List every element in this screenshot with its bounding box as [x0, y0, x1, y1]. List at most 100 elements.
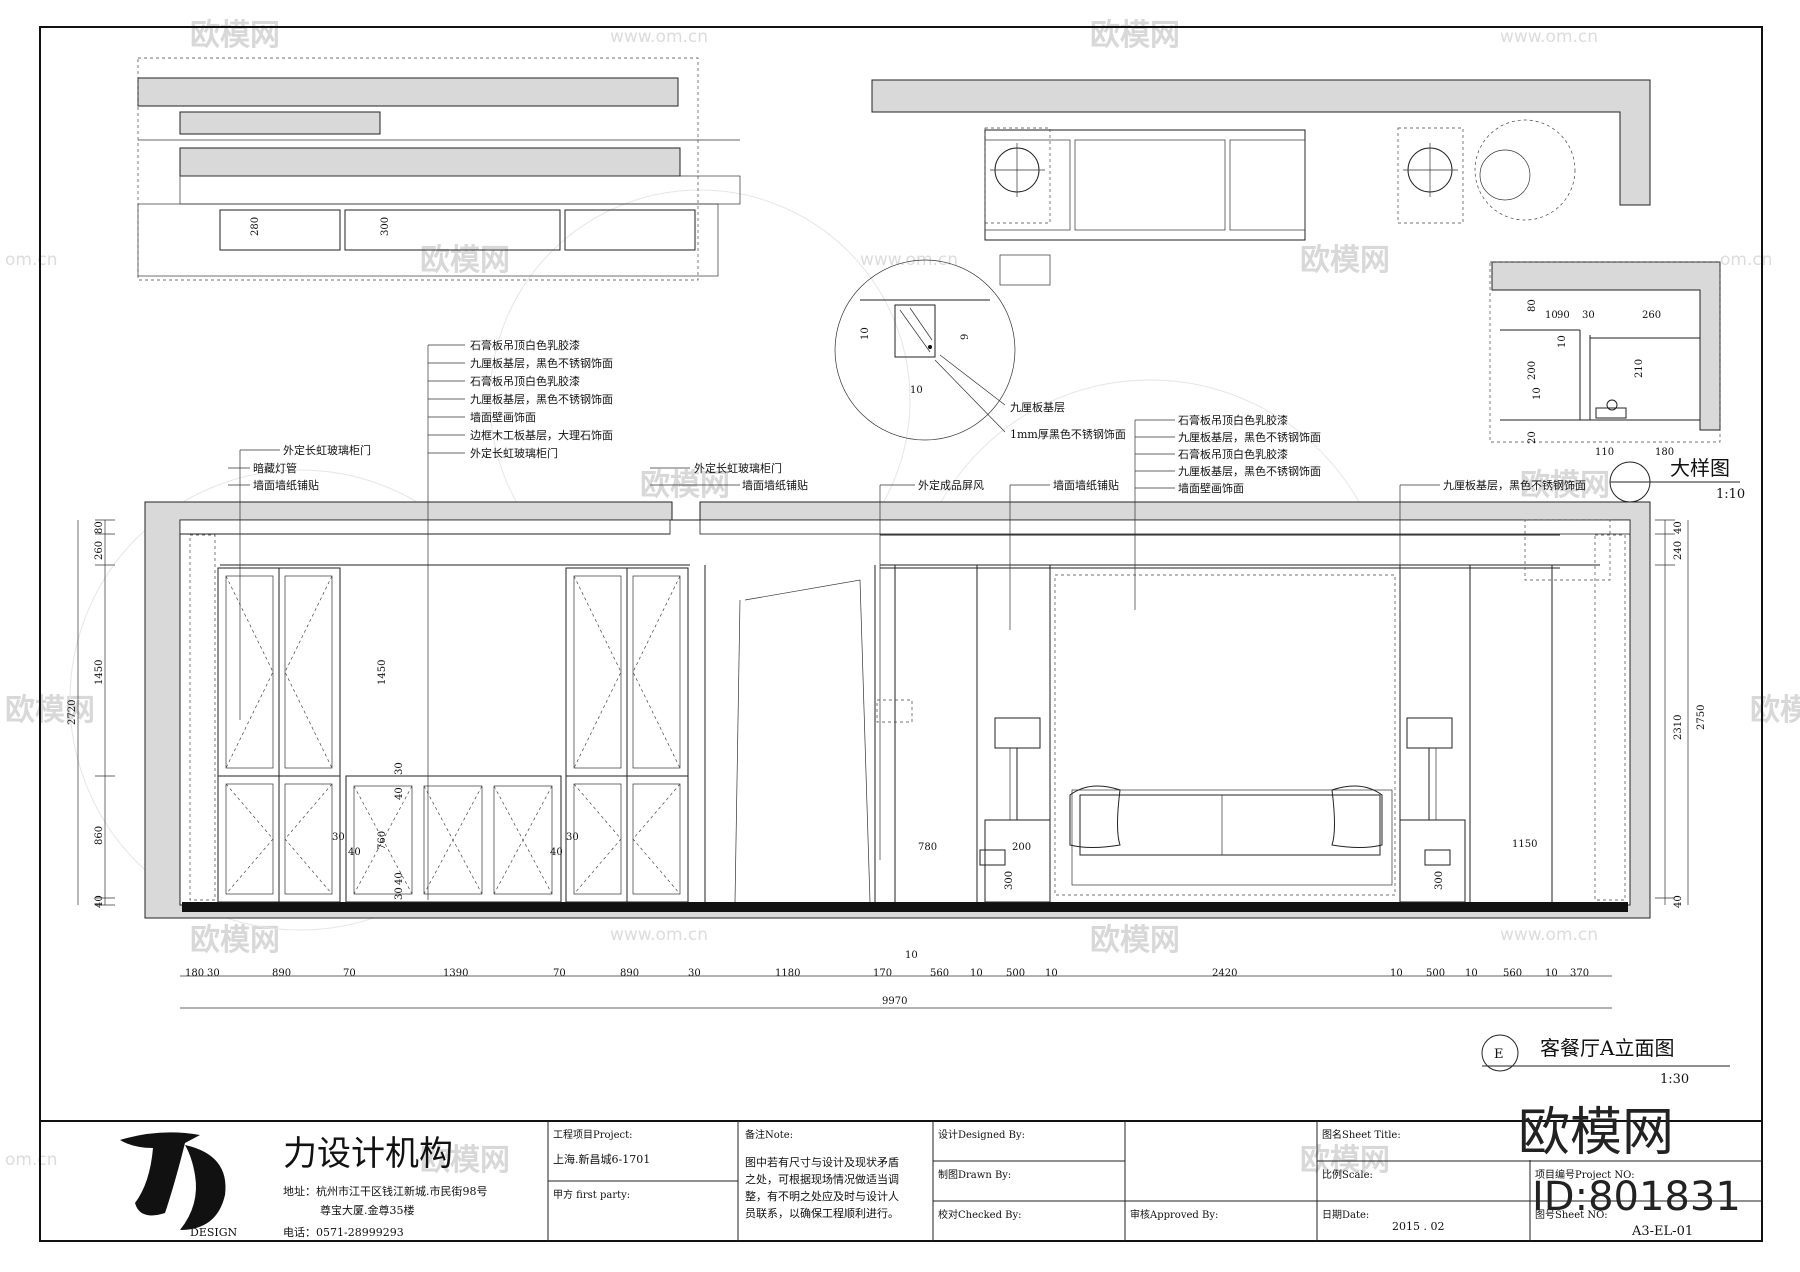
dim-label: 2310: [1673, 715, 1684, 740]
detail-box-dim: 10: [1557, 335, 1568, 348]
detail-label: 九厘板基层: [1010, 400, 1065, 414]
plan-view-left: 280 300: [137, 57, 741, 281]
watermark: 欧模网: [190, 923, 280, 958]
dims-inner: 1450 30 40 760 40 30 30 40 30 40 780 200…: [332, 660, 1537, 900]
annotation-label: 墙面壁画饰面: [1178, 481, 1244, 495]
annotations-left: 石膏板吊顶白色乳胶漆 九厘板基层，黑色不锈钢饰面 石膏板吊顶白色乳胶漆 九厘板基…: [253, 338, 808, 492]
annotation-label: 九厘板基层，黑色不锈钢饰面: [1178, 464, 1321, 478]
dim-label: 30: [332, 832, 345, 843]
dim-label: 1390: [443, 968, 468, 979]
watermark: 欧模网: [420, 1143, 510, 1178]
detail-label: 1mm厚黑色不锈钢饰面: [1010, 427, 1126, 441]
annotation-label: 边框木工板基层，大理石饰面: [470, 428, 613, 442]
dim-label: 30: [207, 968, 220, 979]
elevation-marker: E: [1494, 1047, 1504, 1062]
designed-by-label: 设计Designed By:: [938, 1128, 1025, 1141]
dim-label: 300: [1004, 871, 1015, 890]
detail-box-dim: 10: [1545, 310, 1558, 321]
annotation-label: 暗藏灯管: [253, 461, 297, 475]
detail-box-dim: 30: [1582, 310, 1595, 321]
detail-box-dim: 20: [1527, 431, 1538, 444]
watermark-url: www.om.cn: [1500, 27, 1598, 47]
badge-brand: 欧模网: [1518, 1103, 1674, 1163]
dim-label: 560: [1503, 968, 1522, 979]
annotation-label: 九厘板基层，黑色不锈钢饰面: [1443, 478, 1586, 492]
elevation-scale: 1:30: [1660, 1072, 1689, 1087]
watermark-url: om.cn: [5, 250, 58, 270]
dim-label: 40: [1673, 895, 1684, 908]
detail-dim: 10: [910, 385, 923, 396]
watermark-layer: 欧模网 www.om.cn 欧模网 www.om.cn om.cn 欧模网 ww…: [5, 18, 1800, 1178]
party-label: 甲方 first party:: [553, 1188, 630, 1201]
dim-label: 2720: [67, 700, 78, 725]
annotation-label: 九厘板基层，黑色不锈钢饰面: [470, 356, 613, 370]
logo-design-word: DESIGN: [190, 1226, 238, 1239]
watermark-url: www.om.cn: [1500, 925, 1598, 945]
sheet-no-label: 图号Sheet NO:: [1535, 1209, 1608, 1221]
annotation-label: 墙面壁画饰面: [470, 410, 536, 424]
dim-label: 40: [394, 787, 405, 800]
dim-label: 560: [930, 968, 949, 979]
detail-dim: 10: [860, 327, 871, 340]
note-line: 整，有不明之处应及时与设计人: [745, 1189, 899, 1203]
company-phone: 电话：0571-28999293: [283, 1226, 404, 1239]
note-line: 员联系，以确保工程顺利进行。: [745, 1206, 899, 1220]
dim-label: 370: [1570, 968, 1589, 979]
dim-label: 40: [1673, 521, 1684, 534]
dim-label: 40: [550, 847, 563, 858]
dim-label: 40: [94, 895, 105, 908]
dims-right: 40 240 2310 2750 40: [1655, 519, 1707, 908]
dim-label: 500: [1006, 968, 1025, 979]
watermark: 欧模网: [420, 243, 510, 278]
detail-box-dim: 180: [1655, 447, 1674, 458]
annotation-label: 墙面墙纸铺贴: [253, 478, 319, 492]
plan-view-right: [871, 79, 1651, 286]
detail-circle: 10 9 10 九厘板基层 1mm厚黑色不锈钢饰面: [834, 259, 1126, 441]
dim-label: 10: [1045, 968, 1058, 979]
watermark-url: om.cn: [5, 1150, 58, 1170]
dim-label: 2750: [1696, 705, 1707, 730]
watermark-url: om.cn: [1720, 250, 1773, 270]
watermark-url: www.om.cn: [610, 27, 708, 47]
dim-label: 80: [94, 521, 105, 534]
feature-wall: [874, 519, 1611, 903]
annotation-label: 石膏板吊顶白色乳胶漆: [470, 374, 580, 388]
sheet-title-label: 图名Sheet Title:: [1322, 1128, 1401, 1141]
detail-dim: 9: [960, 334, 971, 340]
dim-label: 890: [272, 968, 291, 979]
dim-label: 760: [377, 831, 388, 850]
detail-box-dim: 80: [1527, 299, 1538, 312]
dim-label: 1450: [94, 660, 105, 685]
detail-box-dim: 200: [1527, 361, 1538, 380]
detail-box-dim: 10: [1532, 387, 1543, 400]
dim-label: 10: [1465, 968, 1478, 979]
watermark: 欧模网: [640, 468, 730, 503]
detail-box-title: 大样图: [1670, 456, 1730, 480]
plan-dim: 280: [250, 217, 261, 236]
note-label: 备注Note:: [745, 1128, 793, 1141]
dim-label: 500: [1426, 968, 1445, 979]
total-width-dim: 9970: [882, 996, 907, 1007]
dim-label: 70: [553, 968, 566, 979]
cabinet-left: [217, 567, 341, 903]
dim-label: 200: [1012, 842, 1031, 853]
company-name: 力设计机构: [283, 1134, 453, 1174]
dim-label: 40: [394, 872, 405, 885]
dim-label: 30: [566, 832, 579, 843]
annotation-label: 外定长虹玻璃柜门: [283, 443, 371, 457]
annotation-label: 外定长虹玻璃柜门: [694, 461, 782, 475]
dim-label: 10: [905, 950, 918, 961]
watermark: 欧模网: [1090, 923, 1180, 958]
dim-label: 2420: [1212, 968, 1237, 979]
annotations-right: 石膏板吊顶白色乳胶漆 九厘板基层，黑色不锈钢饰面 石膏板吊顶白色乳胶漆 九厘板基…: [918, 413, 1586, 495]
project-no-label: 项目编号Project NO:: [1535, 1168, 1635, 1181]
date-label: 日期Date:: [1322, 1209, 1369, 1221]
watermark: 欧模网: [5, 693, 95, 728]
dim-label: 30: [688, 968, 701, 979]
watermark: 欧模网: [1300, 243, 1390, 278]
watermark: 欧模网: [190, 18, 280, 53]
annotation-label: 墙面墙纸铺贴: [1053, 478, 1119, 492]
company-address: 地址：杭州市江干区钱江新城.市民街98号: [283, 1184, 488, 1198]
plan-dim: 300: [380, 217, 391, 236]
